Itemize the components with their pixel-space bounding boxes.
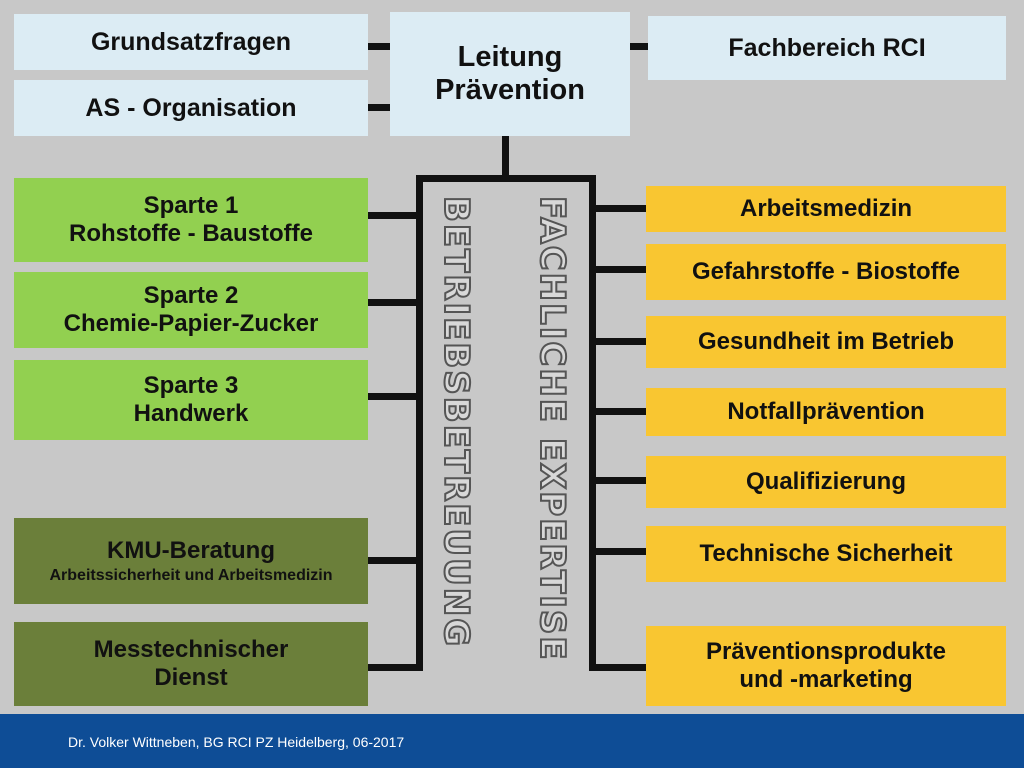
item6-label: Technische Sicherheit (699, 540, 953, 568)
box-fachbereich-rci: Fachbereich RCI (648, 16, 1006, 80)
connector-sparte2 (368, 299, 420, 306)
sparte3-line1: Sparte 3 (143, 372, 239, 400)
box-notfallpraevention: Notfallprävention (646, 388, 1006, 436)
box-qualifizierung: Qualifizierung (646, 456, 1006, 508)
connector-top-bar (416, 175, 596, 182)
footer-text: Dr. Volker Wittneben, BG RCI PZ Heidelbe… (68, 734, 405, 750)
connector-fachbereich (630, 43, 648, 50)
item3-label: Gesundheit im Betrieb (697, 328, 955, 356)
box-gefahrstoffe-biostoffe: Gefahrstoffe - Biostoffe (646, 244, 1006, 300)
connector-right-vertical (589, 175, 596, 671)
leitung-line1: Leitung (457, 40, 563, 73)
box-leitung-praevention: Leitung Prävention (390, 12, 630, 136)
box-technische-sicherheit: Technische Sicherheit (646, 526, 1006, 582)
connector-leitung-down (502, 136, 509, 180)
grundsatz-label: Grundsatzfragen (90, 27, 292, 56)
mess-line2: Dienst (154, 664, 228, 691)
connector-mess (368, 664, 420, 671)
connector-as-org (368, 104, 390, 111)
item7-line2: und -marketing (739, 666, 913, 693)
box-messtechnischer-dienst: Messtechnischer Dienst (14, 622, 368, 706)
connector-item7 (592, 664, 646, 671)
sparte2-line2: Chemie-Papier-Zucker (63, 310, 319, 337)
connector-item6 (592, 548, 646, 555)
item7-line1: Präventionsprodukte (705, 638, 947, 666)
label-betriebsbetreuung: BETRIEBSBETREUUNG (435, 195, 477, 649)
connector-left-vertical (416, 175, 423, 671)
connector-grundsatz (368, 43, 390, 50)
connector-sparte3 (368, 393, 420, 400)
connector-item4 (592, 408, 646, 415)
connector-item2 (592, 266, 646, 273)
connector-item5 (592, 477, 646, 484)
item5-label: Qualifizierung (745, 468, 906, 496)
connector-sparte1 (368, 212, 420, 219)
as-org-label: AS - Organisation (85, 93, 297, 122)
box-sparte3: Sparte 3 Handwerk (14, 360, 368, 440)
sparte2-line1: Sparte 2 (143, 282, 239, 310)
kmu-title: KMU-Beratung (107, 536, 275, 564)
fachbereich-label: Fachbereich RCI (728, 33, 926, 62)
leitung-line2: Prävention (435, 74, 585, 106)
item2-label: Gefahrstoffe - Biostoffe (691, 258, 960, 286)
box-praeventionsprodukte: Präventionsprodukte und -marketing (646, 626, 1006, 706)
connector-item3 (592, 338, 646, 345)
box-grundsatzfragen: Grundsatzfragen (14, 14, 368, 70)
box-as-organisation: AS - Organisation (14, 80, 368, 136)
connector-kmu (368, 557, 420, 564)
footer-bar: Dr. Volker Wittneben, BG RCI PZ Heidelbe… (0, 714, 1024, 768)
box-kmu-beratung: KMU-Beratung Arbeitssicherheit und Arbei… (14, 518, 368, 604)
sparte1-line2: Rohstoffe - Baustoffe (69, 220, 313, 247)
connector-item1 (592, 205, 646, 212)
sparte3-line2: Handwerk (133, 400, 249, 427)
label-fachliche-expertise: FACHLICHE EXPERTISE (531, 195, 573, 663)
item4-label: Notfallprävention (727, 398, 925, 426)
box-sparte1: Sparte 1 Rohstoffe - Baustoffe (14, 178, 368, 262)
mess-line1: Messtechnischer (93, 636, 289, 664)
box-gesundheit-im-betrieb: Gesundheit im Betrieb (646, 316, 1006, 368)
box-arbeitsmedizin: Arbeitsmedizin (646, 186, 1006, 232)
box-sparte2: Sparte 2 Chemie-Papier-Zucker (14, 272, 368, 348)
item1-label: Arbeitsmedizin (739, 195, 913, 223)
sparte1-line1: Sparte 1 (143, 192, 239, 220)
kmu-subtitle: Arbeitssicherheit und Arbeitsmedizin (49, 567, 333, 585)
